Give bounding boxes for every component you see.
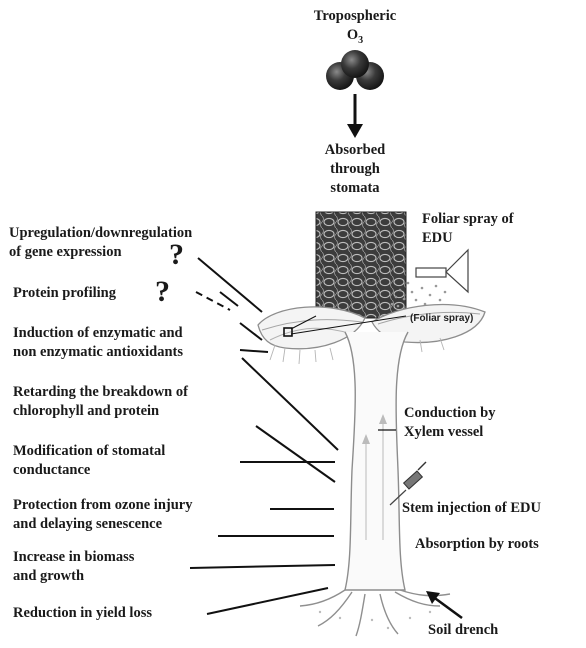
question-mark-gene: ? [169, 240, 184, 270]
foliar-line1: Foliar spray of [422, 210, 514, 229]
effect-stomatal: Modification of stomatal conductance [13, 442, 165, 480]
effect-stomatal-line1: Modification of stomatal [13, 442, 165, 461]
foliar-spray-label: Foliar spray of EDU [422, 210, 514, 248]
effect-biomass-line2: and growth [13, 567, 134, 586]
stomata-micrograph [316, 212, 406, 318]
conduction-line1: Conduction by [404, 404, 495, 423]
effect-antioxidants: Induction of enzymatic and non enzymatic… [13, 324, 183, 362]
foliar-spray-tag: (Foliar spray) [410, 313, 473, 324]
effect-gene-expression: Upregulation/downregulation of gene expr… [9, 224, 192, 262]
effect-senescence: Protection from ozone injury and delayin… [13, 496, 192, 534]
conduction-label: Conduction by Xylem vessel [404, 404, 495, 442]
ozone-molecule-icon [326, 50, 384, 90]
absorbed-line1: Absorbed [300, 141, 410, 160]
ozone-arrow [347, 94, 363, 138]
ozone-title-line1: Tropospheric [300, 7, 410, 26]
effect-chlorophyll: Retarding the breakdown of chlorophyll a… [13, 383, 188, 421]
effect-gene-expression-line2: of gene expression [9, 243, 192, 262]
absorption-label: Absorption by roots [415, 535, 539, 554]
plant-illustration [258, 305, 485, 636]
absorbed-line2: through [300, 160, 410, 179]
ozone-subscript: 3 [358, 35, 363, 46]
effect-chlorophyll-line2: chlorophyll and protein [13, 402, 188, 421]
question-mark-protein: ? [155, 277, 170, 307]
conduction-line2: Xylem vessel [404, 423, 495, 442]
effect-biomass: Increase in biomass and growth [13, 548, 134, 586]
effect-protein-profiling: Protein profiling [13, 284, 116, 303]
effect-chlorophyll-line1: Retarding the breakdown of [13, 383, 188, 402]
effect-antioxidants-line1: Induction of enzymatic and [13, 324, 183, 343]
effect-yield-loss: Reduction in yield loss [13, 604, 152, 623]
absorbed-label: Absorbed through stomata [300, 141, 410, 198]
effect-gene-expression-line1: Upregulation/downregulation [9, 224, 192, 243]
stem-injection-label: Stem injection of EDU [402, 499, 541, 518]
foliar-line2: EDU [422, 229, 514, 248]
effect-senescence-line1: Protection from ozone injury [13, 496, 192, 515]
effect-senescence-line2: and delaying senescence [13, 515, 192, 534]
ozone-formula: O [347, 27, 358, 43]
ozone-title: Tropospheric O3 [300, 7, 410, 50]
effect-antioxidants-line2: non enzymatic antioxidants [13, 343, 183, 362]
effect-biomass-line1: Increase in biomass [13, 548, 134, 567]
soil-drench-label: Soil drench [428, 621, 498, 640]
effect-stomatal-line2: conductance [13, 461, 165, 480]
absorbed-line3: stomata [300, 179, 410, 198]
